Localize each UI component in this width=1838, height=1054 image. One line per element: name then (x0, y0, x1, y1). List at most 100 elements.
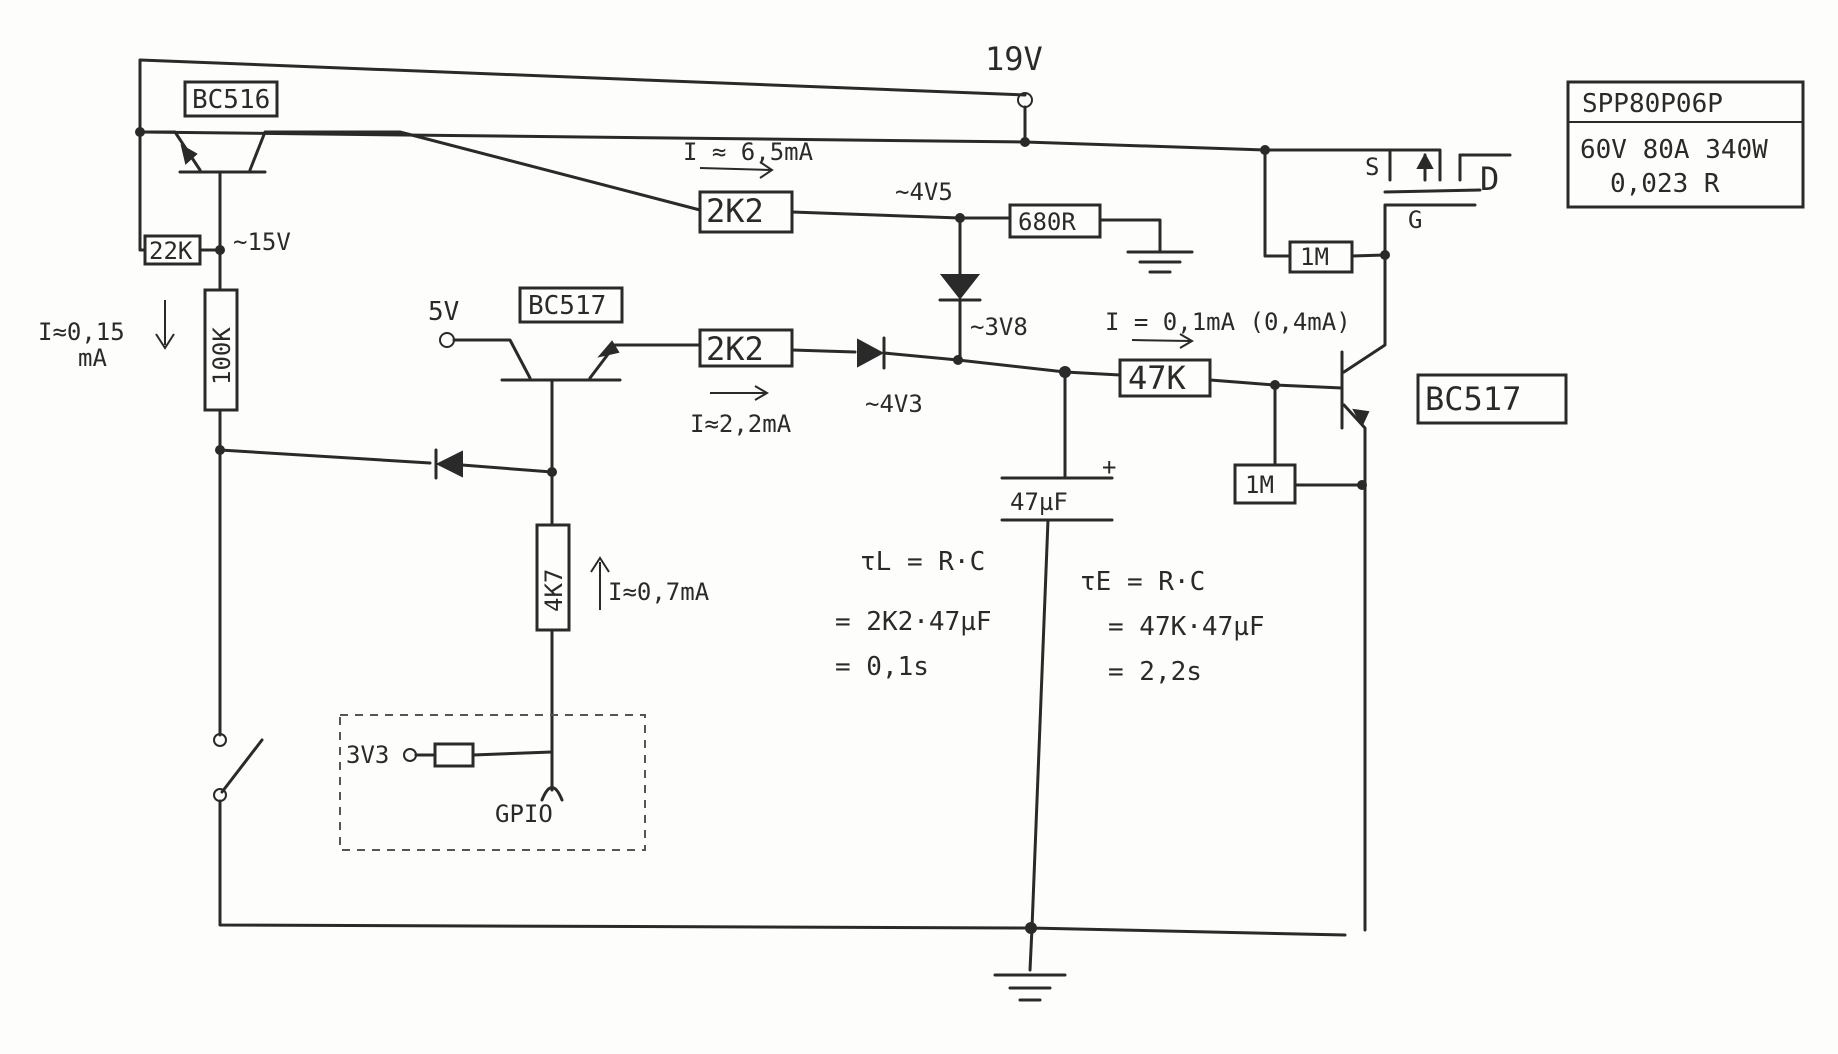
transistor-q1-label: BC516 (192, 85, 270, 115)
equation-right-line-2: = 47K·47µF (1108, 612, 1265, 642)
mosfet-source-wire (1388, 148, 1442, 182)
equation-right: τE = R·C = 47K·47µF = 2,2s (1080, 567, 1265, 687)
current-arrow-icon (155, 300, 175, 350)
wire (790, 348, 857, 354)
supply-5v-label: 5V (428, 297, 459, 327)
junction (1020, 137, 1030, 147)
current-015-unit: mA (78, 344, 107, 372)
equation-left-line-2: = 2K2·47µF (835, 607, 992, 637)
current-arrow-icon (590, 556, 610, 610)
resistor-680r-body (1008, 203, 1102, 239)
resistor-2k2-lower-body (698, 328, 794, 368)
transistor-q2-label-box (518, 286, 624, 324)
transistor-q3-emitter (1342, 403, 1367, 932)
supply-19v-label: 19V (985, 40, 1043, 78)
diode-vertical (938, 216, 982, 362)
wire (218, 448, 432, 465)
wire (471, 750, 554, 757)
current-22-label: I≈2,2mA (690, 410, 792, 438)
current-015-label: I≈0,15 (38, 318, 125, 346)
voltage-15v-label: ~15V (233, 228, 291, 256)
resistor-2k2-lower-label: 2K2 (706, 330, 764, 368)
pullup-resistor-body (433, 742, 475, 768)
resistor-680r: 680R (958, 203, 1194, 274)
mosfet: S D G SPP80P06P 60V 80A 340W 0,023 R (1365, 80, 1805, 257)
wire (1063, 370, 1122, 377)
resistor-1m-bottom-body (1233, 463, 1297, 505)
emitter-arrow-icon (1352, 408, 1370, 428)
wire (790, 210, 962, 220)
transistor-q3-label-box (1416, 373, 1568, 425)
mosfet-model: SPP80P06P (1582, 89, 1723, 119)
resistor-2k2-lower: 2K2 (638, 328, 857, 368)
transistor-q3-label: BC517 (1425, 380, 1521, 418)
voltage-45v-label: ~4V5 (895, 178, 953, 206)
wire (460, 463, 554, 474)
wire (1098, 218, 1162, 252)
resistor-47k: 47K (1063, 358, 1277, 398)
voltage-43v-label: ~4V3 (865, 390, 923, 418)
resistor-22k-label: 22K (149, 237, 193, 265)
resistor-47k-label: 47K (1128, 359, 1187, 397)
switch-terminal-top (213, 733, 227, 747)
switch (213, 733, 264, 802)
equation-left-line-3: = 0,1s (835, 652, 929, 682)
diode-icon (939, 274, 981, 300)
wire (1028, 518, 1050, 972)
top-rail-wire (138, 130, 1392, 152)
resistor-1m-bottom-label: 1M (1245, 471, 1274, 499)
mosfet-info-box (1566, 80, 1805, 209)
supply-33-terminal (403, 748, 417, 762)
transistor-q2-emitter (588, 343, 642, 380)
mosfet-gate-bar (1383, 188, 1482, 194)
resistor-1m-bottom: 1M (1233, 383, 1364, 505)
resistor-47k-body (1118, 358, 1212, 398)
resistor-4k7-label: 4K7 (540, 569, 568, 612)
transistor-q2-label: BC517 (528, 291, 606, 321)
current-arrow-icon (699, 161, 774, 179)
resistor-4k7-body (535, 523, 571, 632)
transistor-q3: BC517 (1273, 253, 1568, 932)
mosfet-pin-d: D (1480, 160, 1499, 198)
diode-series (857, 336, 1067, 374)
resistor-2k2-upper: 2K2 (698, 190, 962, 234)
emitter-arrow-icon (180, 143, 198, 165)
transistor-q1: BC516 (138, 80, 702, 252)
mosfet-arrow-icon (1416, 152, 1434, 169)
resistor-2k2-upper-label: 2K2 (706, 192, 764, 230)
gpio-connector-icon (540, 786, 564, 802)
switch-lever (220, 738, 264, 794)
resistor-22k: 22K (143, 234, 222, 266)
current-01-label: I = 0,1mA (0,4mA) (1105, 308, 1351, 336)
current-65-label: I ≈ 6,5mA (683, 138, 814, 166)
current-07-label: I≈0,7mA (608, 578, 710, 606)
capacitor-47uf: 47µF + (1000, 370, 1116, 972)
mosfet-spec-1: 60V 80A 340W (1580, 135, 1768, 165)
resistor-1m-top: 1M (1263, 148, 1387, 274)
transistor-q1-label-box (183, 80, 279, 118)
transistor-q3-base-wire (1273, 383, 1344, 390)
voltage-38v-label: ~3V8 (970, 313, 1028, 341)
mosfet-pin-s: S (1365, 153, 1379, 181)
equation-right-line-3: = 2,2s (1108, 657, 1202, 687)
capacitor-plus: + (1102, 453, 1116, 481)
wire (1350, 253, 1387, 258)
resistor-4k7: 4K7 (535, 523, 571, 792)
transistor-q3-collector (1342, 253, 1387, 374)
equation-left-line-1: τL = R·C (860, 547, 985, 577)
equation-left: τL = R·C = 2K2·47µF = 0,1s (835, 547, 992, 682)
diode-icon (857, 338, 885, 368)
resistor-1m-top-body (1288, 240, 1354, 274)
supply-19v: 19V (985, 40, 1043, 144)
current-arrow-icon (710, 385, 769, 401)
wire (882, 351, 1067, 374)
transistor-q2-collector (452, 338, 532, 380)
resistor-1m-top-label: 1M (1300, 243, 1329, 271)
equation-right-line-1: τE = R·C (1080, 567, 1205, 597)
capacitor-label: 47µF (1010, 488, 1068, 516)
gpio-label: GPIO (495, 800, 553, 828)
current-arrow-icon (1131, 333, 1194, 349)
supply-33-label: 3V3 (346, 741, 389, 769)
ground-icon (993, 973, 1067, 1002)
